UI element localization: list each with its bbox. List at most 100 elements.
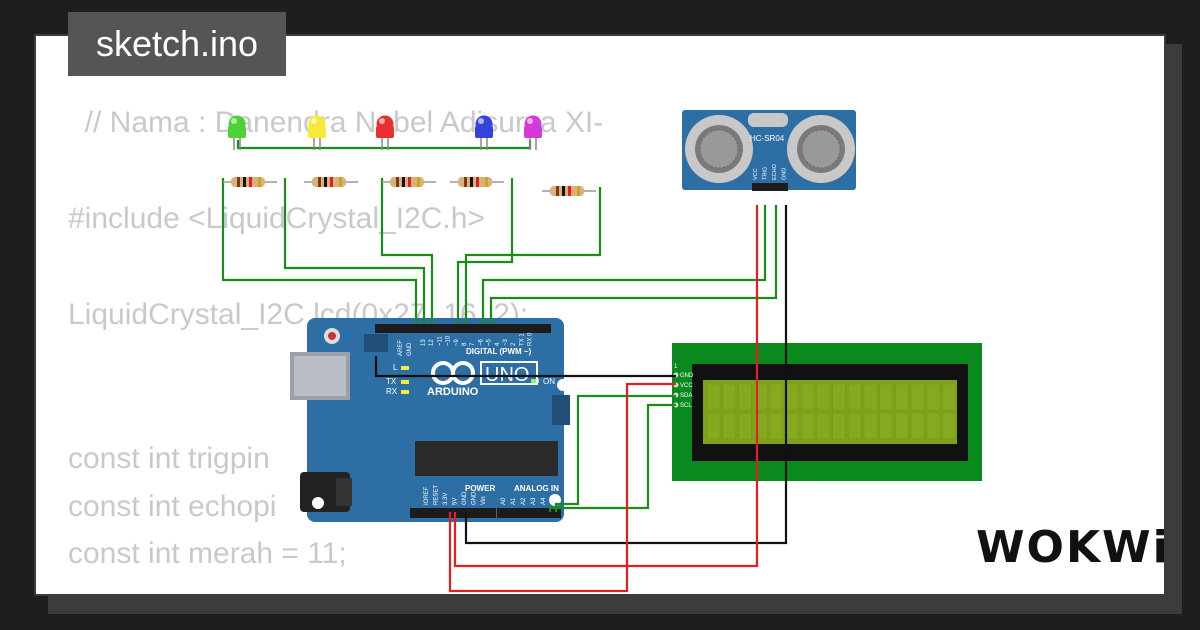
code-line: LiquidCrystal_I2C lcd(0x27, 16, 2); <box>68 298 529 331</box>
lcd-cell <box>848 383 862 411</box>
wire <box>221 178 418 324</box>
lcd-cell <box>926 383 941 411</box>
wire <box>464 187 602 324</box>
lcd-cell <box>769 412 784 440</box>
on-label: ON <box>543 377 555 386</box>
lcd-cell <box>895 383 909 411</box>
digital-pin-label: ~6 <box>478 338 484 346</box>
lcd-cell <box>848 412 862 440</box>
wire <box>481 205 767 324</box>
lcd-pin-label: SDA <box>680 393 692 399</box>
lcd-cell <box>942 383 956 411</box>
analog-header <box>497 508 561 518</box>
wire <box>554 394 676 512</box>
lcd-cell <box>926 412 941 440</box>
board-brand: ARDUINO <box>427 386 479 398</box>
lcd-cell <box>769 383 784 411</box>
digital-pin-label: TX 1 <box>519 333 525 346</box>
resistor <box>304 177 358 187</box>
led-label-tx: TX <box>386 377 397 386</box>
power-pin-label: IOREF <box>424 486 430 505</box>
arduino-uno[interactable]: UNO ARDUINO DIGITAL (PWM ~) L TX RX ON P… <box>290 318 570 522</box>
header-pin-label: GND <box>407 342 413 356</box>
power-header <box>410 508 496 518</box>
resistor <box>450 177 504 187</box>
wire <box>489 205 778 324</box>
code-line: #include <LiquidCrystal_I2C.h> <box>68 202 485 235</box>
lcd-cell <box>800 412 815 440</box>
led-magenta[interactable] <box>524 115 542 151</box>
power-pin-label: 5V <box>453 498 459 505</box>
lcd-cell <box>863 412 878 440</box>
led-label-rx: RX <box>386 387 398 396</box>
digital-pin-label: ~5 <box>487 338 493 346</box>
analog-pin-label: A3 <box>531 497 537 505</box>
digital-pin-label: ~10 <box>446 335 452 346</box>
digital-header <box>375 324 551 333</box>
led-blue[interactable] <box>475 115 493 151</box>
sensor-pin-label: VCC <box>753 168 759 180</box>
digital-pin-label: ~9 <box>454 338 460 346</box>
lcd-char-cells <box>706 383 956 440</box>
code-line: const int trigpin <box>68 442 270 475</box>
led-green[interactable] <box>228 115 246 151</box>
lcd-cell <box>910 383 925 411</box>
analog-pin-label: A1 <box>511 497 517 505</box>
digital-pin-label: 12 <box>429 339 435 346</box>
resistor <box>223 177 277 187</box>
lcd-cell <box>738 412 752 440</box>
wire <box>453 205 759 568</box>
lcd-cell <box>832 412 846 440</box>
wire <box>548 403 676 512</box>
analog-pin-label: A0 <box>501 497 507 505</box>
power-pin-label: GND <box>472 491 478 505</box>
atmega-chip <box>415 441 558 476</box>
header-pin-label: AREF <box>398 340 404 356</box>
wire <box>448 382 676 593</box>
preview-card[interactable] <box>34 34 1166 596</box>
analog-pin-label: A5 <box>551 497 557 505</box>
lcd-cell <box>879 412 893 440</box>
lcd-cell <box>816 383 831 411</box>
led-red[interactable] <box>376 115 394 151</box>
digital-pin-label: 8 <box>462 342 468 346</box>
wire <box>283 178 426 324</box>
led-yellow[interactable] <box>308 115 326 151</box>
analog-pin-label: A2 <box>521 497 527 505</box>
resistor <box>542 186 596 196</box>
lcd-cell <box>863 383 878 411</box>
sensor-pin-label: ECHO <box>772 163 778 180</box>
resistor-array <box>223 177 596 196</box>
wire <box>236 140 532 150</box>
wire <box>374 356 676 378</box>
sensor-label: HC-SR04 <box>750 134 785 143</box>
sensor-pin-label: TRIG <box>763 167 769 180</box>
digital-pin-label: 13 <box>421 339 427 346</box>
digital-pin-label: ~3 <box>503 338 509 346</box>
lcd-pin-label: GND <box>680 373 694 379</box>
power-pin-label: GND <box>462 491 468 505</box>
lcd-cell <box>785 383 799 411</box>
lcd-pin-label: VCC <box>680 383 693 389</box>
arduino-logo-icon <box>431 361 475 385</box>
wire <box>456 178 514 324</box>
sketch-filename-tab[interactable]: sketch.ino <box>68 12 286 76</box>
lcd-cell <box>706 383 721 411</box>
wire <box>380 178 434 324</box>
lcd-cell <box>722 412 736 440</box>
lcd-cell <box>706 412 721 440</box>
led-label-l: L <box>393 363 398 372</box>
code-line: const int merah = 11; <box>68 537 347 570</box>
digital-pin-label: ~11 <box>437 336 443 346</box>
lcd-cell <box>738 383 752 411</box>
digital-pin-label: 7 <box>470 342 476 346</box>
lcd-cell <box>816 412 831 440</box>
led-array[interactable] <box>228 115 542 151</box>
